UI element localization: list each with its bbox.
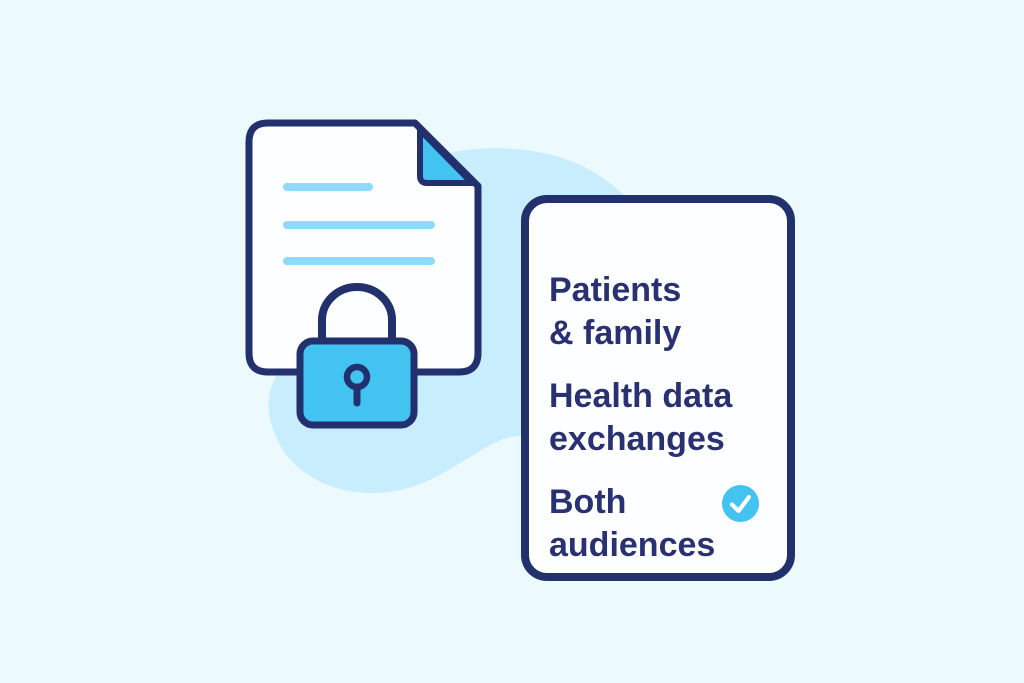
option-both-audiences[interactable]: Both audiences [549, 483, 716, 564]
checkmark-icon [729, 494, 752, 514]
option-patients-family[interactable]: Patients & family [549, 271, 682, 352]
document-icon [245, 119, 482, 376]
check-badge [722, 485, 759, 522]
folded-corner-icon [417, 127, 475, 186]
text-line [283, 221, 435, 229]
lock-body [296, 337, 418, 429]
document-text-lines [283, 183, 435, 265]
text-line [283, 257, 435, 265]
lock-shackle [318, 283, 396, 348]
lock-icon [296, 283, 418, 429]
options-card: Patients & family Health data exchanges … [521, 195, 795, 581]
text-line [283, 183, 373, 191]
option-health-data-exchanges[interactable]: Health data exchanges [549, 377, 733, 458]
